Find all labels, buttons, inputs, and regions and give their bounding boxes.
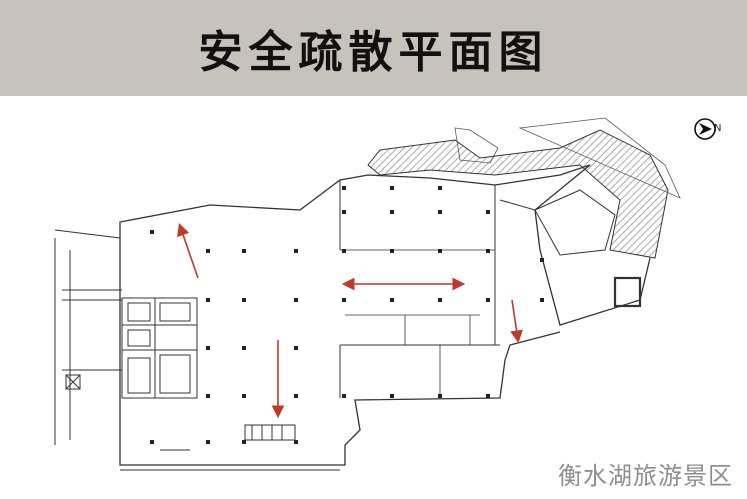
hatched-terrace [367,117,681,259]
watermark-text: 衡水湖旅游景区 [558,462,733,490]
building-outline [119,164,651,466]
north-label: N [714,123,722,134]
page-title: 安全疏散平面图 [198,27,549,78]
structural-columns [150,186,544,444]
floor-plan [54,117,681,471]
north-arrow-icon [694,118,716,140]
entrance-strip [120,424,340,471]
evacuation-arrow-icon [177,222,199,279]
title-banner: 安全疏散平面图 [0,0,747,96]
evacuation-arrows [177,222,523,419]
right-rooms [499,189,642,308]
evacuation-arrow-icon [510,299,523,344]
service-rooms [54,229,198,445]
